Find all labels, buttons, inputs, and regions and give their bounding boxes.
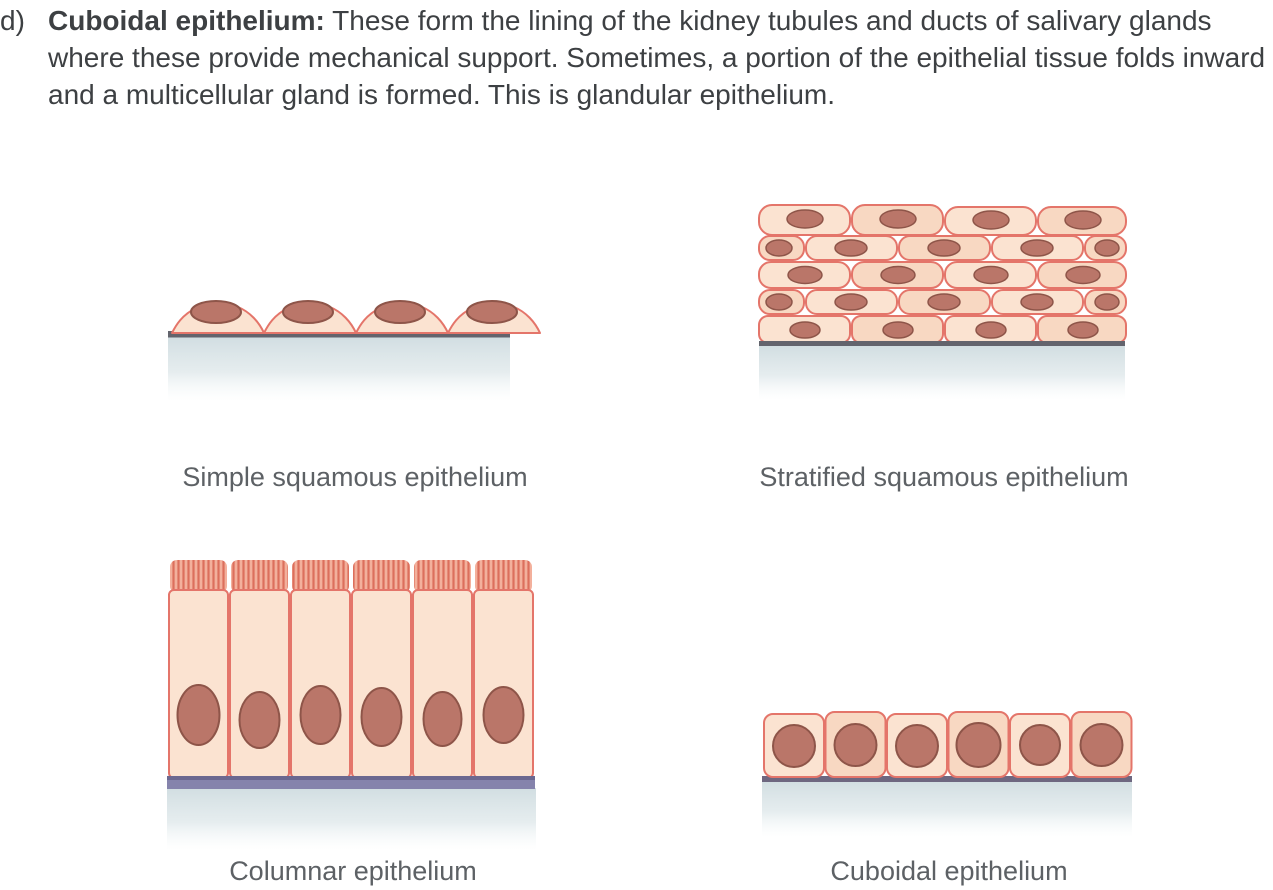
- figure-cuboidal: Cuboidal epithelium: [762, 707, 1136, 890]
- figure-label-simple-squamous: Simple squamous epithelium: [182, 462, 528, 492]
- cuboidal-illustration: [762, 711, 1133, 837]
- list-marker: d): [0, 5, 25, 36]
- figure-label-stratified-squamous: Stratified squamous epithelium: [759, 462, 1129, 492]
- figure-label-cuboidal: Cuboidal epithelium: [830, 856, 1068, 886]
- simple-squamous-illustration: [168, 300, 541, 401]
- paragraph-lead: Cuboidal epithelium:: [48, 5, 325, 36]
- stratified-squamous-illustration: [758, 204, 1127, 400]
- figure-stratified-squamous: Stratified squamous epithelium: [757, 202, 1131, 502]
- figure-columnar: Columnar epithelium: [166, 557, 540, 890]
- columnar-cells: [168, 560, 534, 779]
- figure-simple-squamous: Simple squamous epithelium: [168, 291, 542, 501]
- paragraph-body: These form the lining of the kidney tubu…: [48, 5, 1266, 110]
- columnar-illustration: [167, 560, 536, 850]
- figure-label-columnar: Columnar epithelium: [229, 856, 477, 886]
- paragraph: d) Cuboidal epithelium: These form the l…: [0, 2, 1271, 113]
